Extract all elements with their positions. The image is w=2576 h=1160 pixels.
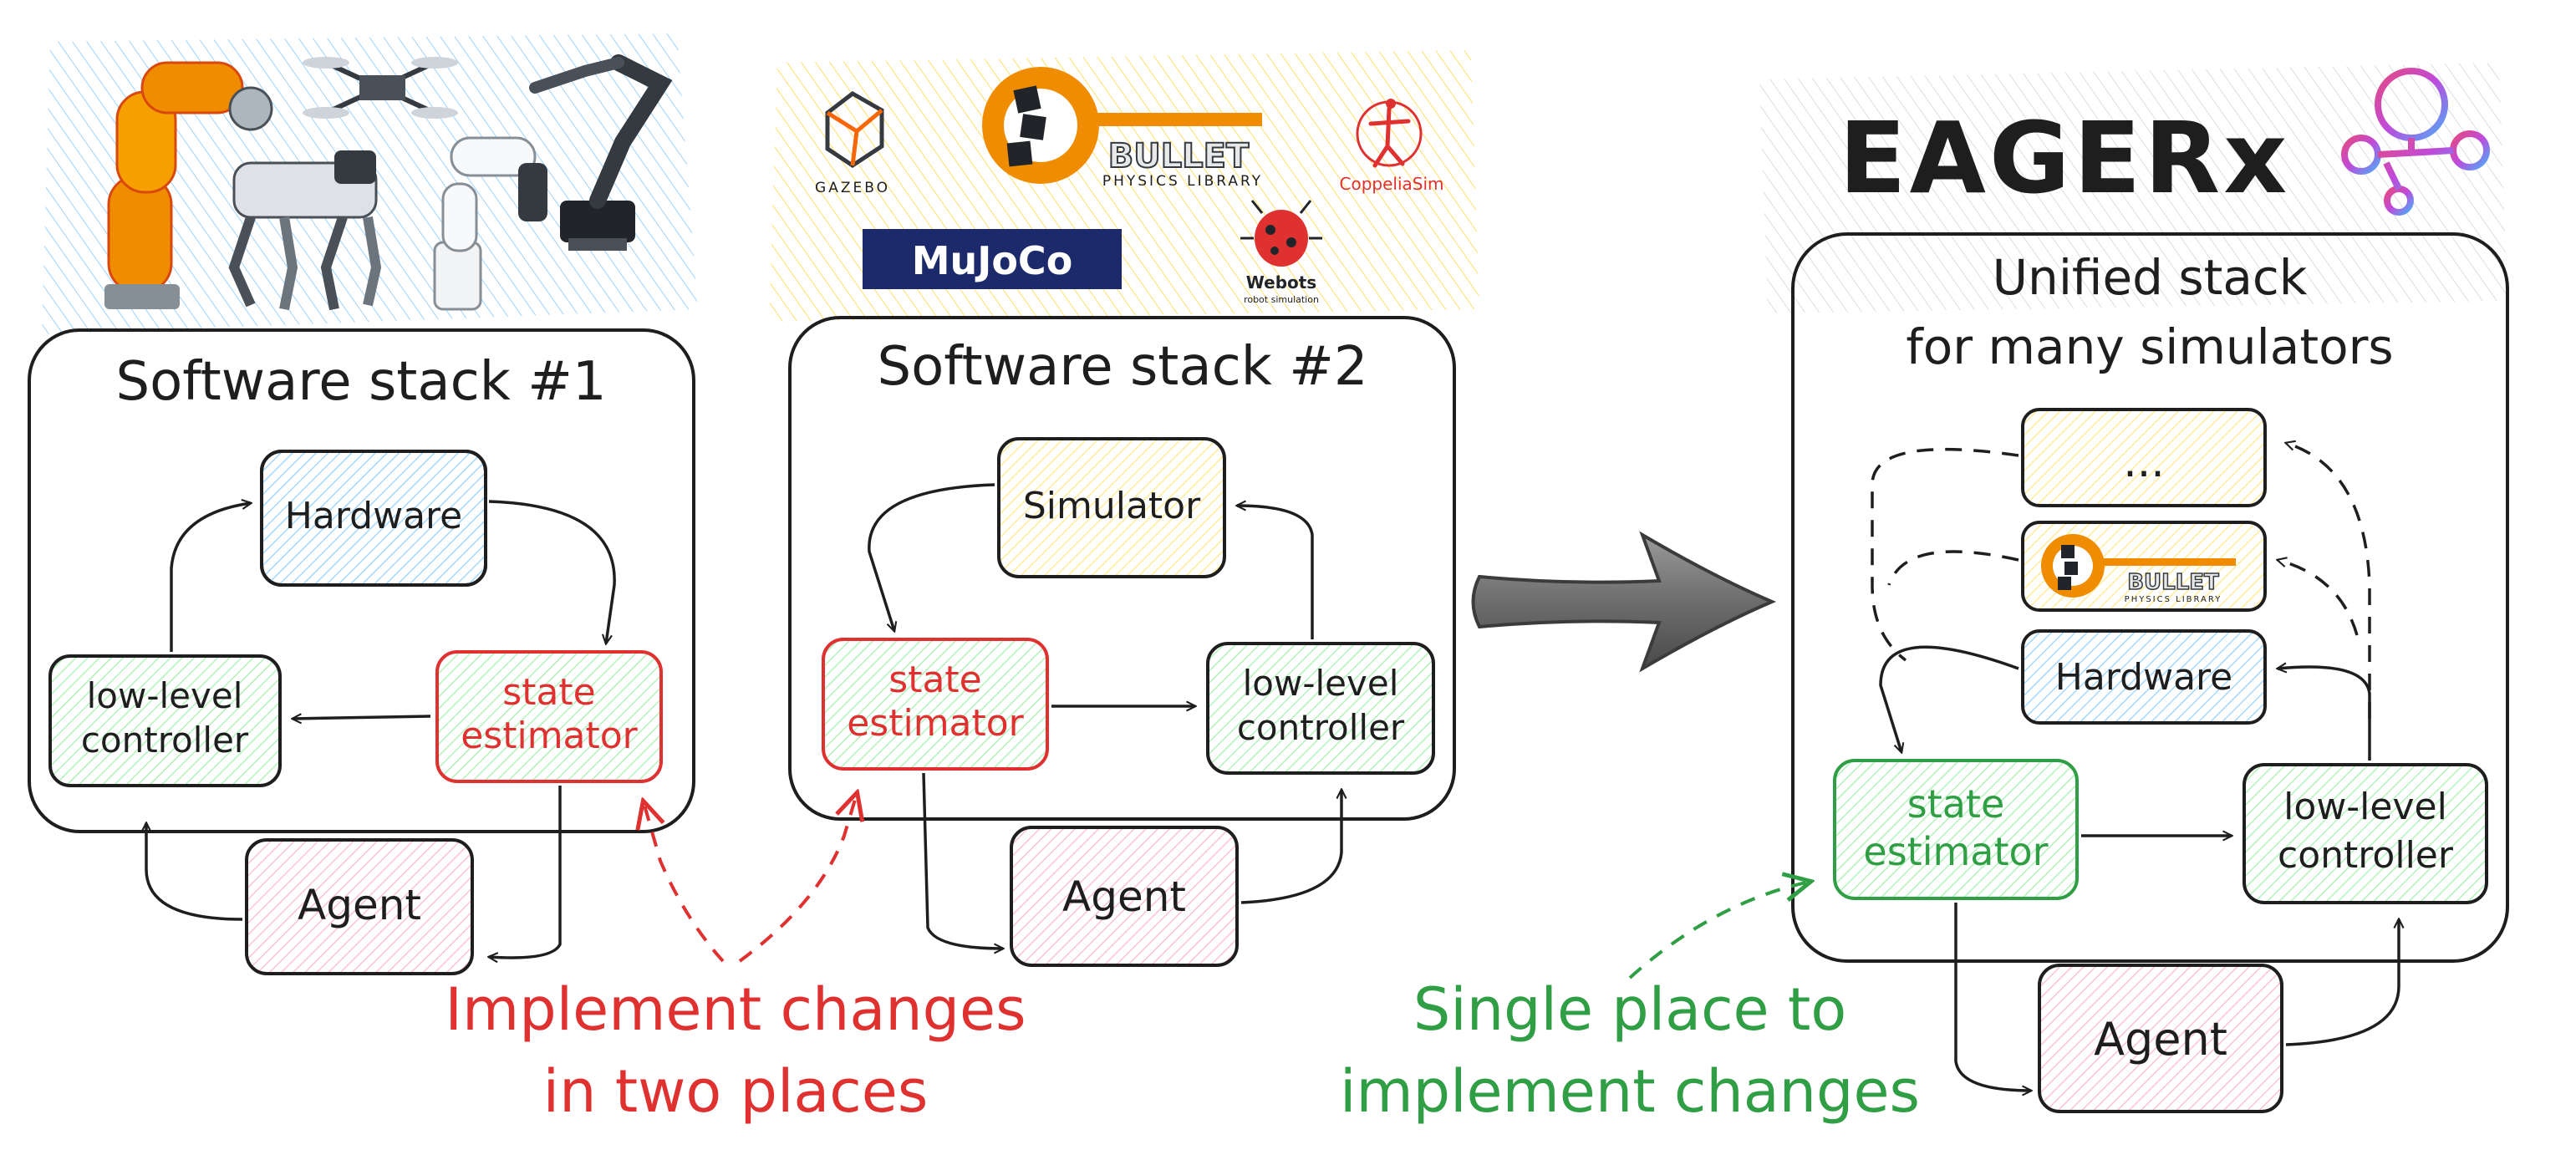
transition-arrow [1471,531,1777,673]
stack-1-state-label: state [502,671,595,714]
bullet-logo: BULLET PHYSICS LIBRARY [982,67,1263,190]
eagerx-title: EAGERx [1839,100,2290,216]
stack-2-state-estimator-node[interactable]: state estimator [822,638,1049,771]
stack-2-simulator-label: Simulator [1023,485,1201,527]
bullet-logo-text: BULLET [1108,137,1250,176]
stack-1-lowlevel-label: low-level [87,675,243,716]
stack-1-title: Software stack #1 [115,351,606,413]
white-arm-icon [433,136,547,311]
unified-lowlevel-label: low-level [2283,786,2447,828]
arrow-estimator-to-agent-2 [922,772,1003,949]
arrow-controller-to-simulator [1237,506,1314,639]
arrow-estimator-to-controller [293,716,431,719]
unified-bullet-simulator-node[interactable]: BULLET PHYSICS LIBRARY [2021,521,2267,612]
robots-illustration [104,54,673,311]
green-dashed-arrow [1628,882,1810,979]
arrow-hardware-to-estimator [488,500,616,644]
quadruped-robot-icon [228,150,382,311]
stack-1-hardware-label: Hardware [285,495,462,537]
unified-stack-title-line-2: for many simulators [1906,318,2393,375]
annotation-two-places-line-1: Implement changes [445,975,1026,1044]
orange-arm-icon [104,61,273,309]
black-arm-icon [529,54,673,251]
stack-2-state-label: state [888,659,981,701]
stack-2-low-level-controller-node[interactable]: low-level controller [1206,642,1435,775]
webots-logo-subtext: robot simulation [1244,294,1319,305]
unified-ellipsis-simulator-node[interactable]: ... [2021,408,2267,507]
arrow-agent-to-controller-2 [1240,790,1341,904]
unified-hardware-node[interactable]: Hardware [2021,629,2267,725]
annotation-single-place: Single place to implement changes [1340,882,1920,1126]
annotation-single-place-line-1: Single place to [1413,975,1846,1044]
dashed-link-ellipsis-right [2286,443,2371,719]
webots-logo-text: Webots [1246,272,1316,293]
unified-controller-label: controller [2278,834,2454,877]
arrow-estimator-to-agent [489,786,562,958]
red-dashed-arrow-right [738,794,857,963]
software-stack-1: Software stack #1 Hardware state estimat… [28,328,695,975]
mujoco-logo-text: MuJoCo [912,238,1073,283]
stack-1-agent-label: Agent [298,881,421,929]
arrow-estimator-to-agent-3 [1954,903,2031,1091]
unified-state-label: state [1907,781,2005,827]
stack-2-title: Software stack #2 [877,336,1367,398]
unified-low-level-controller-node[interactable]: low-level controller [2243,763,2488,904]
arrow-simulator-to-estimator [868,483,995,631]
stack-2-simulator-node[interactable]: Simulator [997,437,1226,578]
arrow-controller-to-hardware [170,503,251,652]
unified-stack: Unified stack for many simulators ... BU… [1791,232,2509,1113]
unified-ellipsis-label: ... [2123,437,2165,487]
gazebo-logo: GAZEBO [815,91,890,196]
dashed-link-bullet-left [1887,550,2019,586]
stack-1-agent-node[interactable]: Agent [245,838,474,975]
stack-2-agent-node[interactable]: Agent [1010,826,1239,967]
dashed-link-bullet-right [2278,560,2359,636]
stack-1-low-level-controller-node[interactable]: low-level controller [48,654,282,787]
eagerx-hatch-background [1759,63,2507,313]
mujoco-logo: MuJoCo [863,229,1122,289]
dashed-link-ellipsis-left [1871,447,2019,662]
unified-bullet-subtext: PHYSICS LIBRARY [2125,595,2222,604]
drone-icon [303,57,458,119]
software-stack-2: Software stack #2 Simulator state estima… [788,316,1456,967]
stack-1-state-estimator-node[interactable]: state estimator [435,650,663,783]
arrow-agent-to-controller-3 [2285,919,2399,1046]
simulator-logos: GAZEBO BULLET PHYSICS LIBRARY CoppeliaSi… [815,67,1444,305]
coppeliasim-logo-text: CoppeliaSim [1340,174,1444,194]
unified-bullet-text: BULLET [2127,570,2219,595]
eagerx-brand: EAGERx [1839,68,2490,216]
stack-1-controller-label: controller [81,720,249,761]
unified-state-estimator-node[interactable]: state estimator [1833,759,2079,900]
stack-2-frame [788,316,1456,821]
arrow-hardware-to-estimator-3 [1879,645,2019,752]
stack-2-controller-label: controller [1237,707,1405,748]
annotation-two-places-line-2: in two places [543,1057,929,1126]
stack-2-agent-label: Agent [1062,873,1186,921]
unified-stack-frame [1791,232,2509,963]
annotation-two-places: Implement changes in two places [445,794,1026,1126]
stack-1-frame [28,328,695,833]
arrow-agent-to-controller [146,823,243,921]
gazebo-logo-text: GAZEBO [815,180,890,196]
unified-estimator-label: estimator [1863,829,2048,874]
coppeliasim-logo: CoppeliaSim [1340,99,1444,194]
arrow-controller-to-hardware-3 [2278,667,2371,761]
unified-agent-node[interactable]: Agent [2038,964,2283,1113]
unified-stack-title-line-1: Unified stack [1993,249,2308,306]
stack-1-estimator-label: estimator [461,715,638,757]
bullet-logo-subtext: PHYSICS LIBRARY [1102,173,1263,190]
webots-logo: Webots robot simulation [1240,200,1322,305]
red-dashed-arrow-left [644,802,725,963]
unified-agent-label: Agent [2094,1013,2227,1066]
unified-hardware-label: Hardware [2055,656,2232,699]
stack-1-hardware-node[interactable]: Hardware [260,450,487,587]
annotation-single-place-line-2: implement changes [1340,1057,1920,1126]
eagerx-logo-icon [2341,68,2490,216]
stack-2-estimator-label: estimator [847,702,1024,745]
stack-2-lowlevel-label: low-level [1243,663,1399,704]
